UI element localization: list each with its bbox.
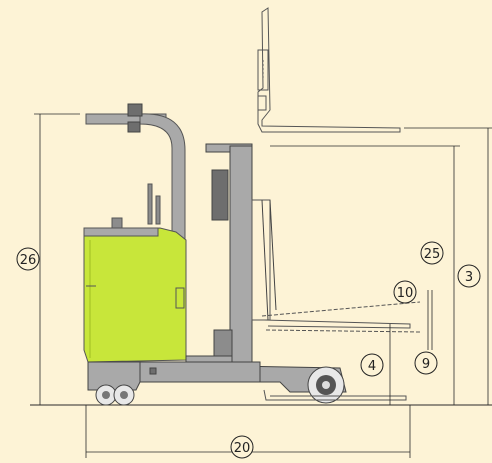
dimension-callout-10: 10 [393,280,417,304]
dimension-callout-20: 20 [230,435,254,459]
dimension-label-3: 3 [465,270,473,285]
truck-body [83,227,187,363]
dimension-callout-9: 9 [414,351,438,375]
dimension-label-20: 20 [234,441,251,456]
dimension-callout-3: 3 [457,264,481,288]
mast [205,143,271,367]
dimension-lines [34,113,492,458]
dimension-label-9: 9 [422,357,430,372]
control-levers [111,183,161,229]
dimension-label-25: 25 [424,247,441,262]
raised-carriage [257,7,401,133]
chassis [87,355,347,393]
dimension-callout-26: 26 [16,247,40,271]
dimension-label-10: 10 [397,286,414,301]
wheels [95,366,345,406]
overhead-guard [85,103,186,241]
dimension-callout-25: 25 [420,241,444,265]
dimension-label-4: 4 [368,359,376,374]
dimension-callout-4: 4 [360,353,384,377]
dimension-label-26: 26 [20,253,37,268]
lowered-forks [261,199,421,401]
